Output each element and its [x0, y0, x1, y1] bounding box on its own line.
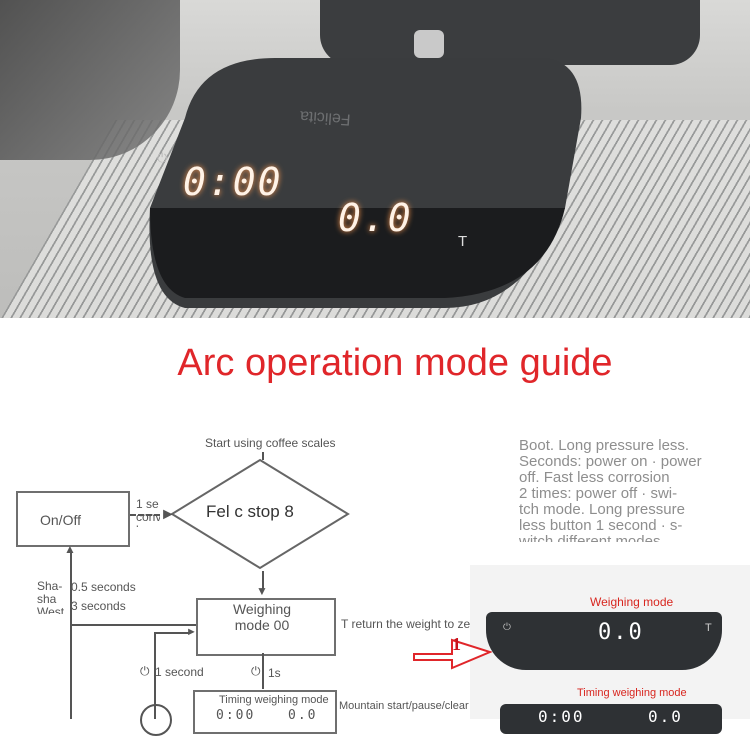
weighing-mode-box — [196, 598, 336, 656]
arrow-number: 1 — [452, 634, 461, 654]
note-line-1: Boot. Long pressure less. — [519, 438, 690, 454]
pointer-arrow-icon — [413, 638, 492, 670]
power-icon-mid: ⏻ — [251, 664, 261, 678]
down-arrowhead-1: ▼ — [256, 584, 268, 598]
note-line-4: 2 times: power off · swi- — [519, 485, 678, 502]
arrow-to-decision: ► — [160, 506, 176, 523]
connector-to-weighing — [70, 624, 196, 626]
timing-thumbnail — [500, 704, 722, 734]
weighing-caption: Weighing mode — [590, 595, 674, 609]
tare-icon: T — [458, 233, 468, 250]
timing-note: Mountain start/pause/clear timer — [339, 700, 497, 712]
inner-arrowhead: ► — [186, 626, 197, 638]
onoff-box — [16, 491, 130, 547]
half-second-label: 0.5 seconds — [71, 580, 136, 594]
three-seconds-label: 3 seconds — [71, 599, 126, 613]
power-icon-left: ⏻ — [140, 664, 150, 678]
notes-block: Boot. Long pressure less. Seconds: power… — [519, 438, 729, 542]
note-line-7: witch different modes — [519, 533, 661, 543]
thumb-power-icon: ⏻ — [503, 622, 511, 633]
inner-vertical-line — [154, 632, 156, 719]
inner-horizontal-line — [154, 632, 190, 634]
tare-note: T return the weight to zero — [341, 617, 481, 631]
scale-body — [149, 58, 582, 308]
one-second-label: 1 se conv less — [136, 498, 160, 527]
note-line-5: tch mode. Long pressure — [519, 501, 685, 518]
decision-text: Fel c stop 8 — [206, 502, 294, 521]
scale-brand: Felicita — [299, 107, 352, 128]
timing-mode-label: Timing weighing mode — [219, 694, 329, 706]
note-line-6: less button 1 second · s- — [519, 517, 683, 534]
decision-diamond — [170, 458, 350, 570]
one-second-side-label: 1 second — [155, 665, 204, 679]
up-arrowhead: ▲ — [64, 542, 76, 556]
weight-display: 0.0 — [338, 196, 413, 240]
down-arrow-1 — [262, 571, 264, 591]
note-line-3: off. Fast less corrosion — [519, 469, 670, 486]
onoff-label: On/Off — [40, 512, 81, 528]
down-arrow-2 — [262, 653, 264, 689]
timing-box-weight: 0.0 — [288, 708, 318, 723]
weighing-thumb-value: 0.0 — [598, 620, 644, 645]
timing-thumb-time: 0:00 — [538, 707, 585, 726]
weighing-thumbnail — [486, 612, 722, 670]
start-label: Start using coffee scales — [205, 436, 336, 450]
one-s-label: 1s — [268, 666, 281, 680]
dashed-connector — [130, 514, 160, 518]
note-line-2: Seconds: power on · power — [519, 453, 702, 470]
page-title: Arc operation mode guide — [177, 342, 613, 384]
left-vertical-line — [70, 552, 72, 719]
timer-display: 0:00 — [183, 160, 283, 204]
portafilter-knob — [414, 30, 444, 58]
power-icon: ⏻ — [157, 150, 168, 165]
loop-circle — [140, 704, 172, 736]
weighing-mode-label: Weighing mode 00 — [232, 601, 292, 633]
timing-thumb-value: 0.0 — [648, 707, 683, 726]
timing-caption: Timing weighing mode — [577, 687, 687, 699]
portafilter-base — [320, 0, 700, 65]
left-side-label: Sha- sha West — [37, 580, 65, 614]
machine-arm — [0, 0, 180, 160]
start-connector — [262, 452, 264, 460]
timing-box-display: 0:00 — [216, 708, 256, 723]
product-photo: Felicita ⏻ 0:00 0.0 T — [0, 0, 750, 318]
thumb-tare-icon: T — [705, 622, 712, 634]
